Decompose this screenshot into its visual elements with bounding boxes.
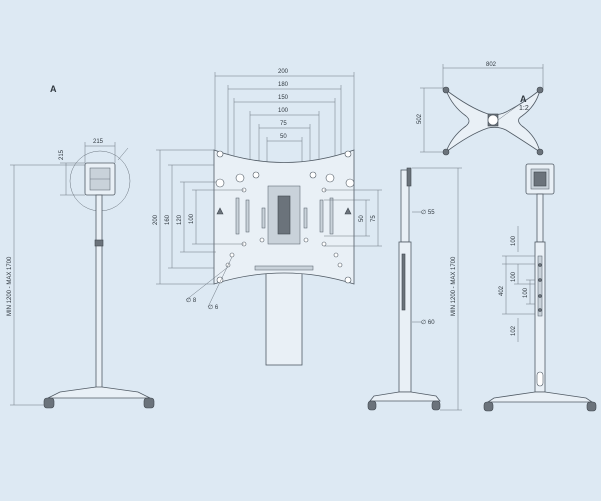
dim-502: 502	[417, 113, 423, 124]
dim-r402: 402	[499, 285, 505, 296]
dim-v120: 120	[177, 214, 183, 225]
dim-v200: 200	[153, 214, 159, 225]
view-a-label: A	[50, 84, 57, 94]
dim-180: 180	[278, 82, 289, 88]
side-base	[369, 391, 441, 402]
mounting-plate-view: 200 180 150 100 75 50	[153, 69, 382, 366]
dim-802: 802	[486, 62, 497, 68]
dim-v160: 160	[165, 214, 171, 225]
dim-height-right: MIN 1200 - MAX 1700	[451, 256, 457, 316]
scale-label: 1:2	[519, 105, 529, 112]
rear-base	[486, 391, 594, 403]
rear-upper-column	[536, 193, 544, 243]
dim-v75: 75	[371, 215, 377, 222]
caster-right	[143, 397, 155, 409]
dim-100: 100	[278, 108, 289, 114]
dim-height-left: MIN 1200 - MAX 1700	[7, 256, 13, 316]
pole-behind-plate	[265, 269, 303, 366]
dim-d8: ∅ 8	[186, 297, 197, 304]
dim-v100: 100	[189, 213, 195, 224]
vertical-dimensions-right: 50 75	[324, 189, 382, 247]
dim-r100b: 100	[511, 271, 517, 282]
stand-base	[47, 386, 151, 399]
dim-75: 75	[280, 121, 287, 127]
vertical-dimensions-left: 200 160 120 100	[153, 149, 244, 285]
dim-d55: ∅ 55	[421, 209, 435, 216]
base-top-view: 802 502 A 1:2	[417, 62, 544, 156]
side-view: ∅ 55 ∅ 60 MIN 1200 - MAX 1700	[367, 167, 462, 411]
dim-150: 150	[278, 95, 289, 101]
detail-a-label: A	[520, 94, 527, 104]
dim-200: 200	[278, 69, 289, 75]
front-stand-view: A 215 215 MIN 1200 - MAX 1700	[7, 84, 155, 409]
dim-d6: ∅ 6	[208, 304, 219, 311]
dim-v50: 50	[359, 215, 365, 222]
dim-215-width: 215	[93, 139, 104, 145]
dim-215-height: 215	[59, 149, 65, 160]
dim-r102: 102	[511, 325, 517, 336]
dim-r100c: 100	[523, 287, 529, 298]
rear-view: 100 402 100 100 102	[483, 163, 597, 412]
caster-left	[43, 397, 55, 409]
stand-column	[95, 194, 103, 391]
dim-50: 50	[280, 134, 287, 140]
dim-r100: 100	[511, 235, 517, 246]
dim-d60: ∅ 60	[421, 319, 435, 326]
